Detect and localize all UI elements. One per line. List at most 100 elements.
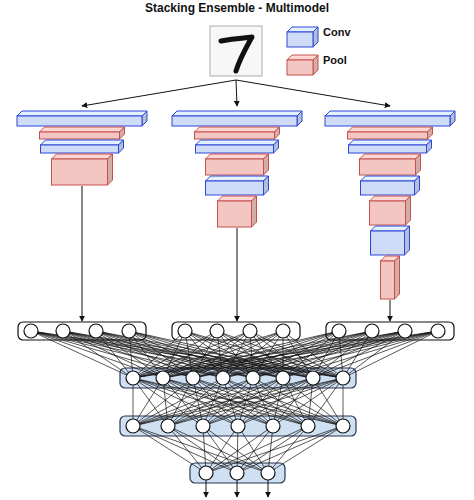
conv-layer-top [349,140,432,145]
input-arrows [82,80,390,106]
input-digit-image [210,26,262,76]
conv-layer-side [119,140,124,153]
neuron [336,371,350,385]
dense-connection [238,378,283,426]
dense-connection [133,331,405,378]
pool-layer-front [206,159,264,175]
feature-vector-band [18,322,146,340]
input-arrow [82,80,236,106]
pool-layer-side [120,127,125,139]
neuron [196,419,210,433]
pool-layer-front [370,201,406,225]
neuron [178,324,192,338]
neuron [216,371,230,385]
dense-connection [206,426,308,473]
neuron [24,324,38,338]
legend-label: Pool [323,54,347,66]
conv-layer-side [415,176,420,195]
dense-connection [193,378,343,426]
conv-layer-top [41,140,124,145]
neuron [365,324,379,338]
pool-layer-front [52,159,108,185]
dense-connection [168,378,283,426]
conv-layer-top [17,111,147,116]
pool-layer-side [395,256,400,299]
neuron [336,419,350,433]
output-arrow [206,480,207,497]
legend-swatch [287,27,318,47]
pool-layer-front [195,132,275,139]
cnn-stack [17,111,147,321]
neuron [156,371,170,385]
output-arrow [237,480,238,497]
diagram-title: Stacking Ensemble - Multimodel [0,1,474,15]
conv-layer-front [361,181,415,195]
conv-layer-side [297,111,302,126]
legend-swatch-side [313,55,318,75]
feature-arrow [237,228,238,321]
neuron [186,371,200,385]
pool-layer-side [264,154,269,175]
neuron [306,371,320,385]
conv-layer-top [206,176,269,181]
pool-layer-side [406,196,411,225]
neuron [231,419,245,433]
pool-layer-top [195,127,280,132]
conv-layer-front [206,181,264,195]
conv-layer-front [41,145,119,153]
conv-layer-top [361,176,420,181]
neuron [243,324,257,338]
dense-connection [203,378,313,426]
conv-layer-side [274,140,279,153]
dense-connection [133,378,223,426]
conv-layer-front [196,145,274,153]
neuron [261,466,275,480]
conv-layer-side [142,111,147,126]
cnn-stack [172,111,302,321]
feature-vector-band [172,322,300,340]
dense-connection [343,331,438,378]
neuron [161,419,175,433]
neuron [126,419,140,433]
pool-layer-front [40,132,120,139]
neuron [230,466,244,480]
dense-connection [283,331,438,378]
dense-connection [133,378,283,426]
conv-layer-top [371,226,410,231]
neuron [199,466,213,480]
pool-layer-top [52,154,113,159]
legend-label: Conv [323,26,351,38]
dense-connection [163,378,238,426]
pool-layer-side [416,154,421,175]
conv-layer-side [427,140,432,153]
neuron [276,371,290,385]
output-arrow [268,480,269,497]
conv-layer-top [325,111,455,116]
pool-layer-side [275,127,280,139]
image-frame [210,26,262,76]
digit-stroke [221,37,252,71]
legend-swatch-front [287,60,313,75]
legend-swatch [287,55,318,75]
conv-layer-top [196,140,279,145]
dense-connection [203,378,253,426]
neuron [301,419,315,433]
legend-swatch-side [313,27,318,47]
conv-layer-front [17,116,142,126]
neuron [332,324,346,338]
pool-layer-front [348,132,428,139]
pool-layer-side [108,154,113,185]
neuron [210,324,224,338]
neuron [431,324,445,338]
dense-connection [237,426,343,473]
conv-layer-side [405,226,410,255]
neuron [126,371,140,385]
input-arrow [236,80,390,106]
neuron [276,324,290,338]
pool-layer-top [370,196,411,201]
neuron [246,371,260,385]
cnn-stack [325,111,455,321]
conv-layer-side [450,111,455,126]
